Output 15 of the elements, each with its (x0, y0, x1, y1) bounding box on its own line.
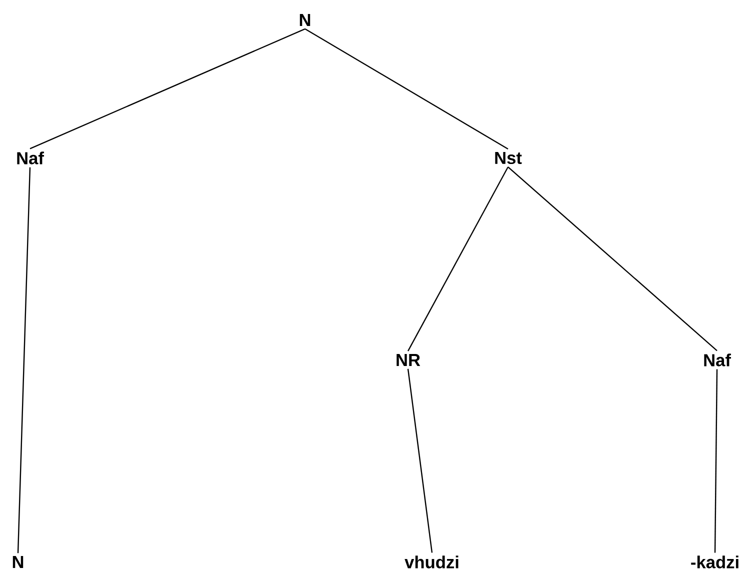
tree-label: vhudzi (404, 556, 458, 568)
tree-label: Nst (495, 152, 522, 164)
tree-label: N (12, 556, 24, 568)
tree-branch (407, 368, 433, 553)
tree-label: Naf (17, 152, 44, 164)
tree-label: -kadzi (691, 556, 738, 568)
tree-branch (30, 28, 306, 150)
tree-branch (304, 28, 508, 150)
tree-label: NR (396, 354, 420, 366)
tree-branch (508, 166, 718, 352)
tree-branch (17, 167, 31, 554)
tree-branch (407, 166, 509, 352)
tree-label: Naf (704, 354, 731, 366)
tree-label: N (300, 14, 310, 26)
tree-branch (714, 369, 718, 553)
